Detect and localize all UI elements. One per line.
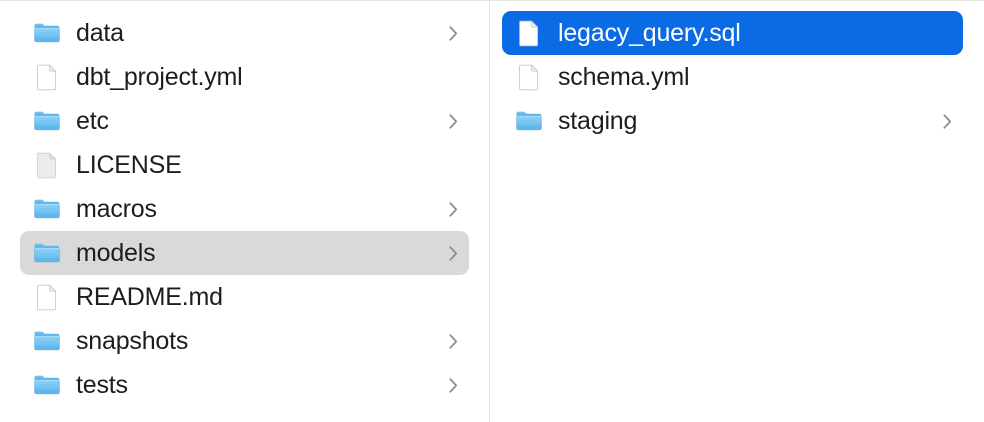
folder-row[interactable]: snapshots bbox=[20, 319, 469, 363]
folder-row[interactable]: etc bbox=[20, 99, 469, 143]
item-name-label: snapshots bbox=[76, 327, 189, 355]
document-icon bbox=[514, 18, 544, 48]
file-row[interactable]: schema.yml bbox=[502, 55, 963, 99]
file-row[interactable]: LICENSE bbox=[20, 143, 469, 187]
folder-icon bbox=[32, 194, 62, 224]
item-name-label: LICENSE bbox=[76, 151, 182, 179]
file-browser-column-child[interactable]: legacy_query.sql schema.yml staging bbox=[490, 1, 983, 422]
folder-icon bbox=[32, 106, 62, 136]
chevron-right-icon[interactable] bbox=[447, 375, 459, 395]
file-browser-column-parent[interactable]: data dbt_project.yml etc LICENSE bbox=[0, 1, 490, 422]
folder-row[interactable]: tests bbox=[20, 363, 469, 407]
item-name-label: dbt_project.yml bbox=[76, 63, 243, 91]
folder-row[interactable]: data bbox=[20, 11, 469, 55]
item-name-label: schema.yml bbox=[558, 63, 690, 91]
chevron-right-icon[interactable] bbox=[447, 111, 459, 131]
item-name-label: macros bbox=[76, 195, 157, 223]
item-name-label: data bbox=[76, 19, 124, 47]
file-row[interactable]: README.md bbox=[20, 275, 469, 319]
file-row[interactable]: dbt_project.yml bbox=[20, 55, 469, 99]
folder-icon bbox=[32, 326, 62, 356]
chevron-right-icon[interactable] bbox=[941, 111, 953, 131]
folder-icon bbox=[32, 370, 62, 400]
document-icon bbox=[32, 282, 62, 312]
item-name-label: staging bbox=[558, 107, 638, 135]
folder-row[interactable]: models bbox=[20, 231, 469, 275]
folder-icon bbox=[514, 106, 544, 136]
document-icon bbox=[32, 62, 62, 92]
document-icon bbox=[514, 62, 544, 92]
item-name-label: models bbox=[76, 239, 156, 267]
item-name-label: etc bbox=[76, 107, 109, 135]
item-name-label: tests bbox=[76, 371, 128, 399]
chevron-right-icon[interactable] bbox=[447, 199, 459, 219]
folder-icon bbox=[32, 238, 62, 268]
item-name-label: README.md bbox=[76, 283, 223, 311]
folder-row[interactable]: macros bbox=[20, 187, 469, 231]
plain-document-icon bbox=[32, 150, 62, 180]
folder-icon bbox=[32, 18, 62, 48]
file-row[interactable]: legacy_query.sql bbox=[502, 11, 963, 55]
chevron-right-icon[interactable] bbox=[447, 23, 459, 43]
folder-row[interactable]: staging bbox=[502, 99, 963, 143]
chevron-right-icon[interactable] bbox=[447, 243, 459, 263]
chevron-right-icon[interactable] bbox=[447, 331, 459, 351]
item-name-label: legacy_query.sql bbox=[558, 19, 741, 47]
